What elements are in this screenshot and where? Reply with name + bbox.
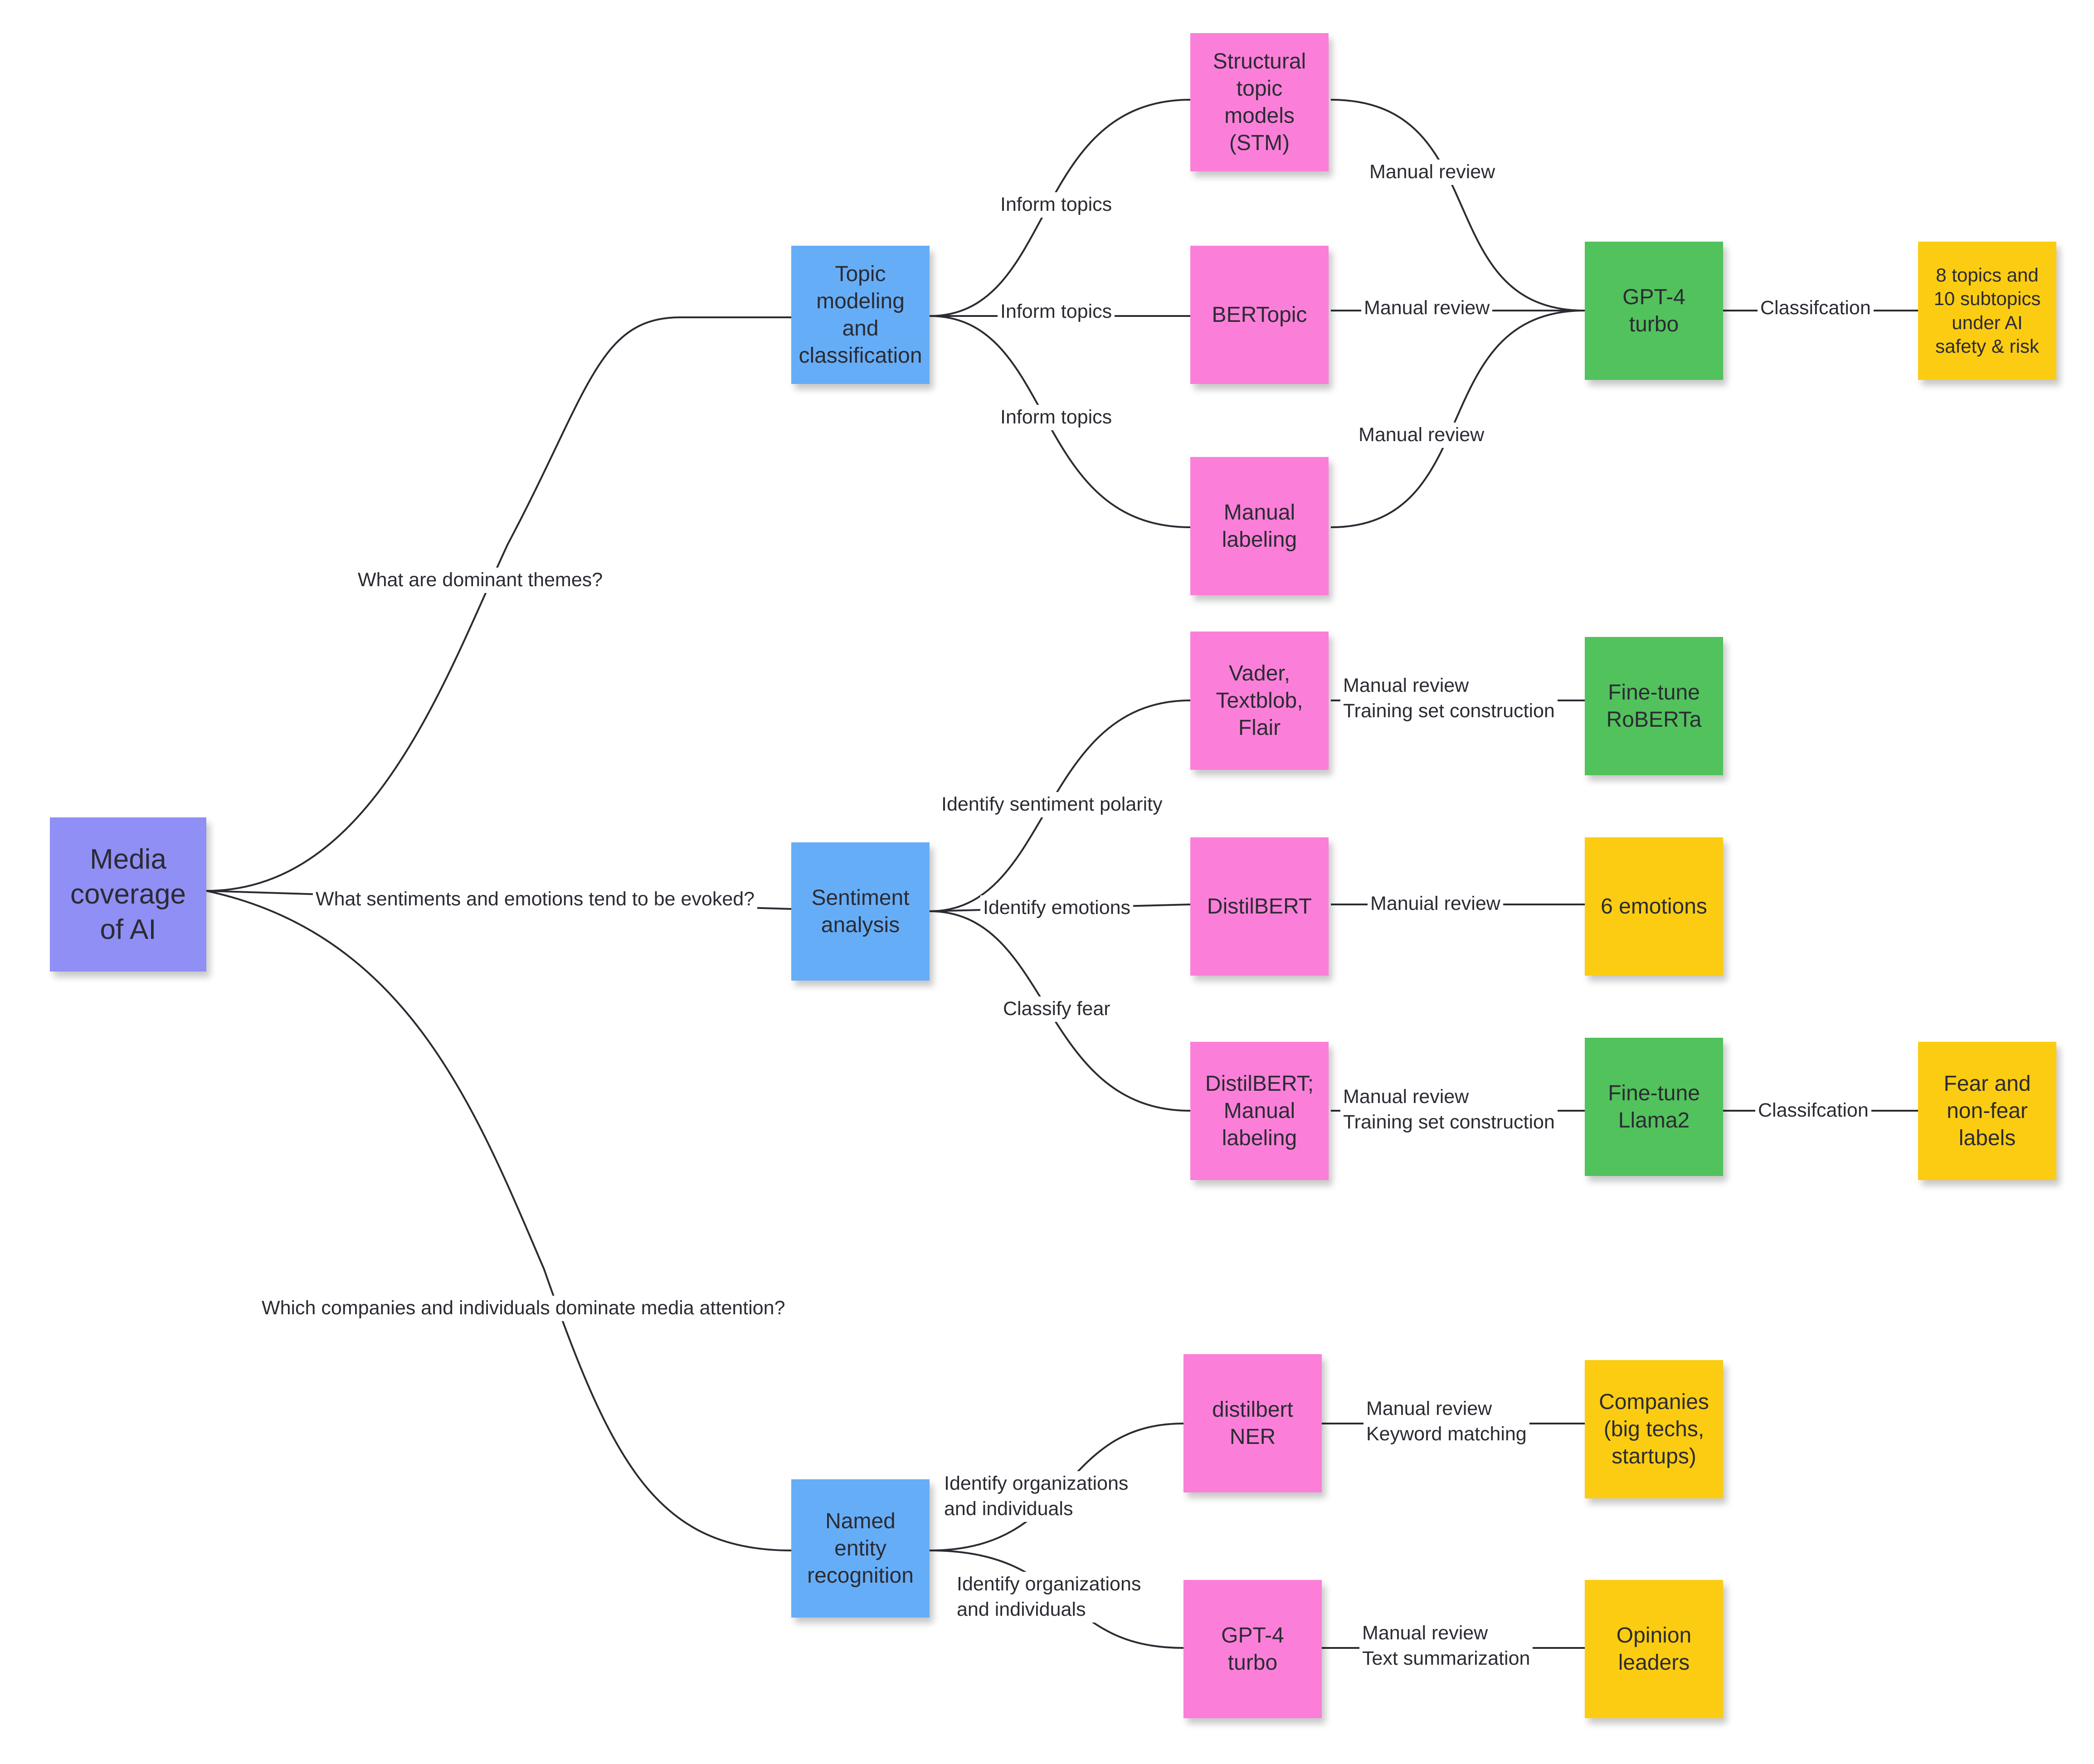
node-root-media-coverage[interactable]: Media coverage of AI (50, 817, 206, 972)
node-fear-labels[interactable]: Fear and non-fear labels (1918, 1042, 2056, 1180)
edge-label-sentiment-question: What sentiments and emotions tend to be … (313, 887, 758, 912)
node-manual-labeling[interactable]: Manual labeling (1190, 457, 1329, 595)
edge-root-topic (206, 316, 791, 892)
node-opinion-leaders[interactable]: Opinion leaders (1585, 1580, 1723, 1718)
node-sentiment-analysis[interactable]: Sentiment analysis (791, 842, 930, 981)
node-six-emotions[interactable]: 6 emotions (1585, 837, 1723, 976)
edge-label-classification-topics: Classifcation (1758, 296, 1874, 321)
node-gpt4-turbo-topics[interactable]: GPT-4 turbo (1585, 242, 1723, 380)
edge-root-ner (206, 890, 792, 1551)
node-named-entity-recognition[interactable]: Named entity recognition (791, 1479, 930, 1618)
node-topic-modeling[interactable]: Topic modeling and classification (791, 246, 930, 384)
edge-manual-gpt (1330, 310, 1585, 528)
edge-label-sentiment-polarity: Identify sentiment polarity (939, 792, 1165, 817)
edge-label-gpt-review: Manual review Text summarization (1359, 1621, 1533, 1672)
edge-label-ner-identify-2: Identify organizations and individuals (954, 1572, 1144, 1623)
edge-label-review-bertopic: Manual review (1361, 296, 1493, 321)
node-distilbert-manual-labeling[interactable]: DistilBERT; Manual labeling (1190, 1042, 1329, 1180)
edge-label-companies-question: Which companies and individuals dominate… (259, 1296, 788, 1321)
node-fine-tune-llama2[interactable]: Fine-tune Llama2 (1585, 1038, 1723, 1176)
edge-label-themes-question: What are dominant themes? (355, 568, 606, 593)
edge-label-emotion-review: Manuial review (1368, 891, 1503, 917)
node-distilbert-emotions[interactable]: DistilBERT (1190, 837, 1329, 976)
node-vader-textblob-flair[interactable]: Vader, Textblob, Flair (1190, 632, 1329, 770)
edge-stm-gpt (1330, 99, 1585, 311)
node-topics-output[interactable]: 8 topics and 10 subtopics under AI safet… (1918, 242, 2056, 380)
node-bertopic[interactable]: BERTopic (1190, 246, 1329, 384)
edge-label-inform-topics-1: Inform topics (998, 192, 1115, 218)
edge-label-vader-review: Manual review Training set construction (1340, 673, 1558, 724)
node-fine-tune-roberta[interactable]: Fine-tune RoBERTa (1585, 637, 1723, 775)
edge-label-classification-fear: Classifcation (1755, 1098, 1871, 1123)
node-gpt4-turbo-ner[interactable]: GPT-4 turbo (1183, 1580, 1322, 1718)
edge-label-inform-topics-2: Inform topics (998, 299, 1115, 325)
edge-label-ner-identify-1: Identify organizations and individuals (941, 1471, 1131, 1522)
edge-label-inform-topics-3: Inform topics (998, 405, 1115, 430)
edge-label-fear-review: Manual review Training set construction (1340, 1084, 1558, 1135)
edge-label-review-manual: Manual review (1356, 423, 1487, 448)
edge-label-identify-emotions: Identify emotions (980, 895, 1134, 921)
node-structural-topic-models[interactable]: Structural topic models (STM) (1190, 33, 1329, 171)
edge-label-distil-review: Manual review Keyword matching (1364, 1396, 1529, 1447)
edge-label-classify-fear: Classify fear (1000, 996, 1113, 1022)
node-companies-output[interactable]: Companies (big techs, startups) (1585, 1360, 1723, 1498)
node-distilbert-ner[interactable]: distilbert NER (1183, 1354, 1322, 1492)
edge-label-review-stm: Manual review (1367, 160, 1498, 185)
